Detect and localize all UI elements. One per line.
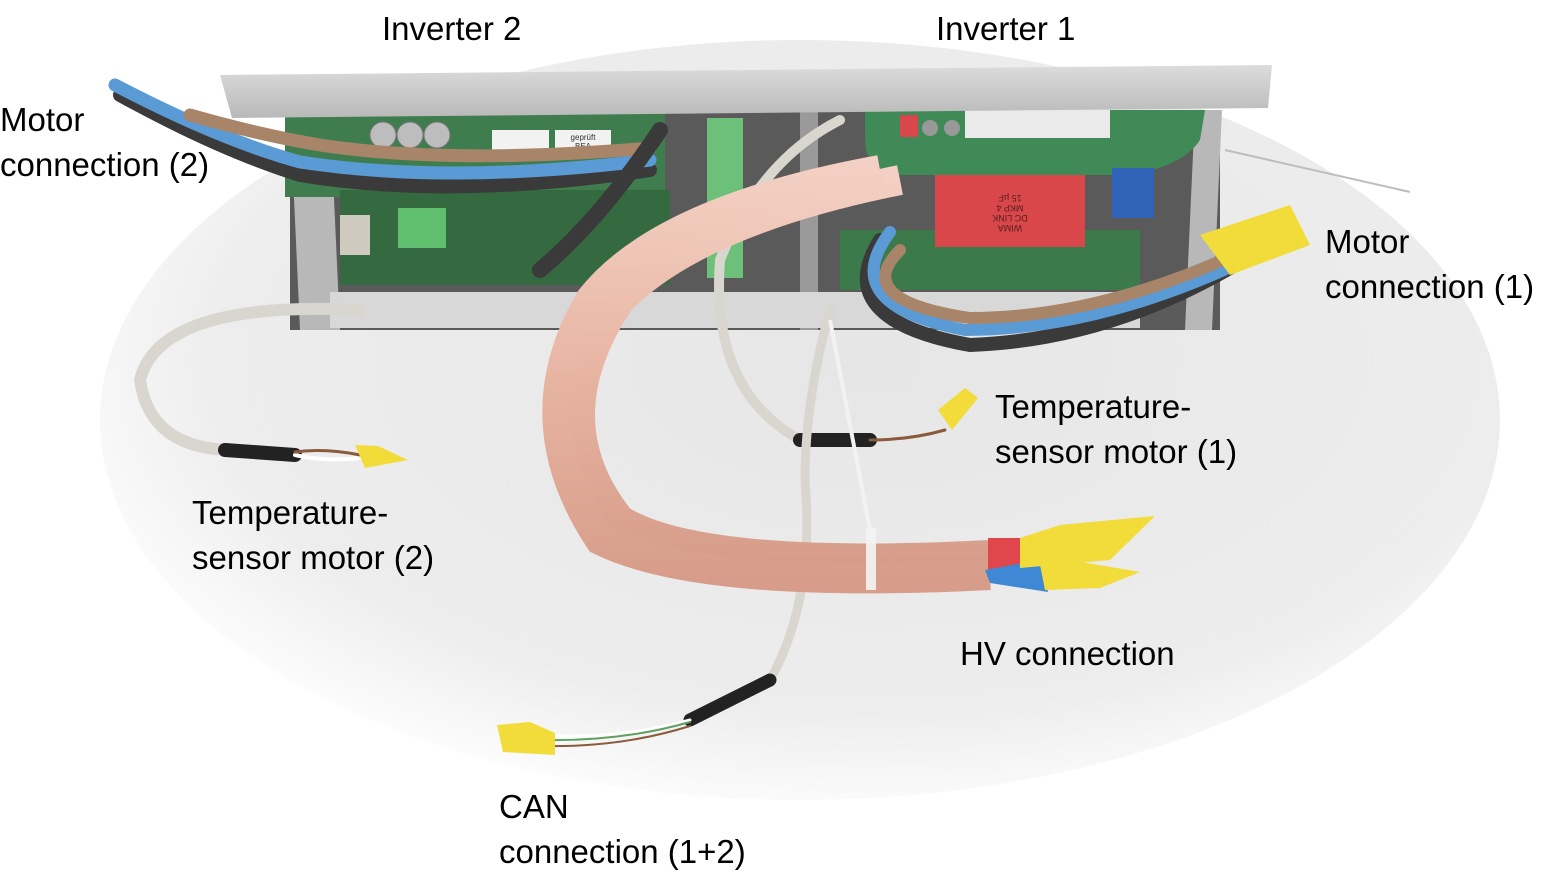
label-hv-connection: HV connection [960, 631, 1175, 676]
probe-wire [1224, 149, 1411, 193]
motor-cable-1 [859, 205, 1310, 353]
label-motor-connection-2: Motor connection (2) [0, 97, 209, 187]
hv-connector-tips [985, 516, 1155, 592]
label-can-connection-line1: CAN [499, 788, 569, 825]
temp-sensor-cable-1 [714, 115, 978, 447]
capacitor-text-3: MKP 4 [997, 203, 1024, 213]
label-temp-sensor-1: Temperature- sensor motor (1) [995, 384, 1237, 474]
label-temp-sensor-2: Temperature- sensor motor (2) [192, 490, 434, 580]
label-inverter-2: Inverter 2 [382, 6, 521, 51]
heatsink-plate [220, 65, 1272, 118]
label-temp-sensor-2-line2: sensor motor (2) [192, 539, 435, 576]
label-can-connection-line2: connection (1+2) [499, 833, 746, 870]
label-inverter-1: Inverter 1 [936, 6, 1075, 51]
label-motor-connection-1-line1: Motor [1325, 223, 1410, 260]
label-motor-connection-2-line2: connection (2) [0, 146, 210, 183]
label-temp-sensor-2-line1: Temperature- [192, 494, 389, 531]
label-inverter-2-text: Inverter 2 [382, 10, 522, 47]
label-motor-connection-1-line2: connection (1) [1325, 268, 1535, 305]
sticker-text-line1: geprüft [571, 133, 597, 142]
temp-sensor-cable-2 [133, 302, 408, 468]
label-temp-sensor-1-line2: sensor motor (1) [995, 433, 1238, 470]
capacitor-text-4: 15 µF [998, 193, 1022, 203]
can-cable [497, 305, 835, 755]
motor-cable-2 [108, 78, 668, 278]
label-motor-connection-1: Motor connection (1) [1325, 219, 1534, 309]
capacitor-text-2: DC LINK [992, 213, 1028, 223]
label-inverter-1-text: Inverter 1 [936, 10, 1076, 47]
label-hv-connection-text: HV connection [960, 635, 1175, 672]
hv-cables [542, 155, 991, 594]
label-can-connection: CAN connection (1+2) [499, 784, 746, 874]
capacitor-text-1: WIMA [998, 223, 1023, 233]
label-temp-sensor-1-line1: Temperature- [995, 388, 1192, 425]
label-motor-connection-2-line1: Motor [0, 101, 85, 138]
